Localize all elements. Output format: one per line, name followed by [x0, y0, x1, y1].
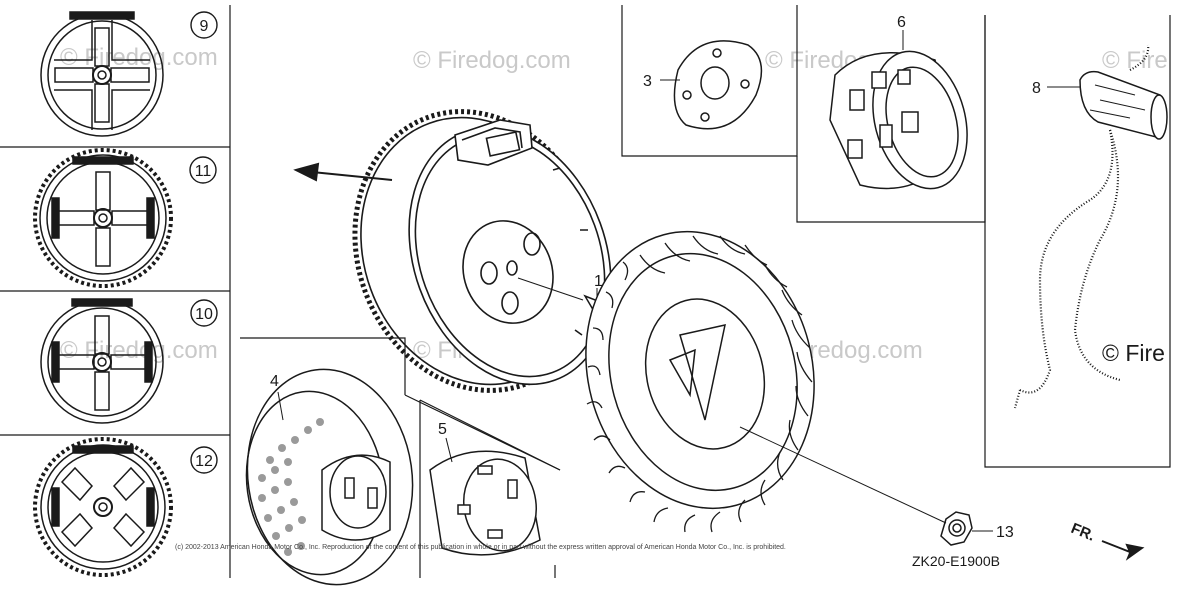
- callout-4: 4: [270, 373, 284, 421]
- callout-13-label: 13: [996, 524, 1014, 541]
- callout-11-label: 11: [195, 163, 212, 180]
- watermark-dark: © Fire: [1102, 340, 1165, 366]
- watermark: © Firedog.com: [413, 47, 571, 74]
- callout-6-label: 6: [897, 14, 906, 31]
- arrow-left-icon: [293, 162, 393, 182]
- cooling-fan[interactable]: [556, 206, 845, 534]
- callout-12-label: 12: [195, 453, 213, 470]
- callout-6: 6: [897, 14, 906, 50]
- callout-8-label: 8: [1032, 80, 1041, 97]
- front-marker: FR.: [1069, 520, 1145, 561]
- callout-12: 12: [190, 446, 218, 474]
- watermark: © Fire: [1102, 47, 1168, 74]
- watermark: © Firedog.com: [60, 44, 218, 71]
- starter-rope[interactable]: [1013, 44, 1150, 409]
- callout-5-label: 5: [438, 421, 447, 438]
- flywheel[interactable]: [317, 77, 646, 425]
- flywheel-variant-9[interactable]: [40, 11, 164, 137]
- callout-11: 11: [189, 156, 217, 184]
- callout-5: 5: [438, 421, 453, 463]
- callout-9: 9: [190, 11, 218, 39]
- front-marker-label: FR.: [1069, 520, 1098, 545]
- flange-nut[interactable]: [940, 511, 973, 546]
- callout-8: 8: [1032, 80, 1080, 97]
- setting-plate[interactable]: [673, 40, 763, 130]
- watermark: © Firedog.com: [60, 337, 218, 364]
- variant-panel: [0, 5, 231, 578]
- plate-inset-frame: [621, 5, 798, 157]
- callout-1-label: 1: [594, 273, 603, 290]
- starter-pulley[interactable]: [234, 337, 561, 590]
- rope-inset-frame: [984, 15, 1171, 468]
- starter-grip[interactable]: [1079, 70, 1168, 140]
- callout-10-label: 10: [195, 306, 213, 323]
- cup-inset-frame: [419, 399, 561, 578]
- starter-cup[interactable]: [429, 450, 542, 556]
- flywheel-variant-10[interactable]: [40, 298, 164, 424]
- callout-4-label: 4: [270, 373, 279, 390]
- copyright-notice: (c) 2002-2013 American Honda Motor Co., …: [175, 544, 786, 551]
- callout-10: 10: [190, 299, 218, 327]
- starter-ratchet[interactable]: [829, 41, 982, 200]
- callout-3-label: 3: [643, 73, 652, 90]
- callout-13: 13: [739, 426, 1014, 541]
- flywheel-variant-11[interactable]: [33, 148, 173, 288]
- flywheel-variant-12[interactable]: [33, 437, 173, 577]
- callout-3: 3: [643, 73, 680, 90]
- callout-9-label: 9: [200, 18, 209, 35]
- diagram-code: ZK20-E1900B: [912, 553, 1000, 569]
